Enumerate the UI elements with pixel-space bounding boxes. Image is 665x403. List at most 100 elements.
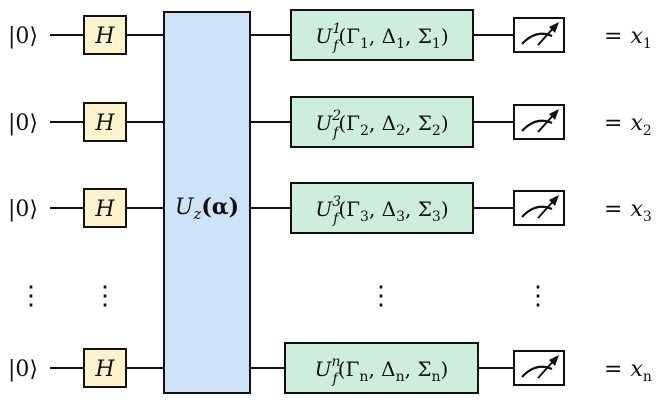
- meter-arc: [521, 365, 553, 378]
- uf-label-part: U: [315, 197, 333, 221]
- entangling-op: U: [175, 195, 195, 220]
- uf-label-part: Σ: [418, 111, 432, 135]
- output-var: x: [630, 197, 643, 222]
- uf-label-part: ,: [369, 111, 382, 135]
- uf-label-part: Δ: [381, 357, 395, 381]
- entangling-sub: z: [192, 205, 201, 223]
- output-label: = x1: [604, 24, 652, 52]
- uf-label-part: 3: [432, 209, 441, 225]
- hadamard-label: H: [94, 357, 115, 382]
- ket-zero-label: |0⟩: [8, 111, 38, 136]
- measurement-meter-icon: [513, 17, 565, 53]
- meter-needle-head: [549, 195, 559, 206]
- output-label: = x3: [604, 197, 652, 225]
- uf-label-part: 2: [331, 108, 341, 124]
- vertical-ellipsis: ⋮: [18, 281, 44, 311]
- hadamard-gate: [83, 348, 127, 388]
- uf-label-part: ): [441, 197, 449, 221]
- vertical-ellipsis: ⋮: [92, 281, 118, 311]
- uf-label-part: n: [359, 369, 368, 385]
- uf-label-part: ,: [405, 197, 418, 221]
- hadamard-gate: [83, 102, 127, 142]
- uf-label-part: 1: [432, 36, 441, 52]
- uf-label-part: 2: [396, 123, 405, 139]
- hadamard-gate: [83, 15, 127, 55]
- uf-label-part: U: [315, 357, 333, 381]
- uf-label-part: ,: [405, 111, 418, 135]
- meter-needle-head: [549, 355, 559, 366]
- uf-label-part: f: [332, 38, 341, 54]
- entangling-unitary: Uz(α): [163, 11, 251, 394]
- uf-label-part: 3: [360, 209, 369, 225]
- output-subscript: 1: [643, 36, 652, 52]
- entangling-unitary-box: [163, 11, 251, 394]
- uf-label-part: n: [396, 369, 405, 385]
- meter-needle-head: [549, 22, 559, 33]
- uf-label-part: Δ: [382, 111, 396, 135]
- output-label: = xn: [604, 357, 652, 385]
- meter-arc: [521, 205, 553, 218]
- uf-label-part: ,: [369, 197, 382, 221]
- uf-gate: [290, 9, 474, 61]
- uf-label-part: 1: [396, 36, 405, 52]
- ket-zero-label: |0⟩: [8, 197, 38, 222]
- uf-label-part: ,: [368, 357, 381, 381]
- output-var: x: [630, 357, 643, 382]
- uf-label-part: U: [315, 24, 333, 48]
- uf-label-part: (: [338, 357, 346, 381]
- uf-label-part: U: [315, 111, 333, 135]
- equals-sign: =: [604, 111, 622, 136]
- meter-needle-head: [549, 109, 559, 120]
- uf-gate: [290, 96, 474, 148]
- output-subscript: n: [643, 369, 652, 385]
- equals-sign: =: [604, 24, 622, 49]
- measurement-meter-icon: [513, 350, 565, 386]
- equals-sign: =: [604, 357, 622, 382]
- uf-label-part: n: [332, 354, 341, 370]
- uf-label-part: (: [338, 111, 346, 135]
- uf-label-part: Γ: [346, 197, 360, 221]
- uf-label-part: Δ: [382, 197, 396, 221]
- uf-gate: [290, 182, 474, 234]
- uf-label-part: Σ: [418, 24, 432, 48]
- uf-label-part: 2: [432, 123, 441, 139]
- entangling-unitary-label: Uz(α): [175, 194, 239, 223]
- hadamard-label: H: [94, 197, 115, 222]
- uf-label-part: ,: [405, 357, 418, 381]
- uf-label-part: Γ: [346, 24, 360, 48]
- output-var: x: [630, 111, 643, 136]
- output-var: x: [630, 24, 643, 49]
- equals-sign: =: [604, 197, 622, 222]
- uf-label-part: 1: [360, 36, 369, 52]
- output-subscript: 3: [643, 209, 652, 225]
- uf-label-part: f: [332, 371, 341, 387]
- uf-label-part: 3: [396, 209, 405, 225]
- uf-label-part: (: [338, 24, 346, 48]
- uf-label-part: 1: [332, 21, 341, 37]
- measurement-meter-icon: [513, 104, 565, 140]
- vertical-ellipsis: ⋮: [525, 281, 551, 311]
- uf-label-part: (: [338, 197, 346, 221]
- uf-label-part: ,: [405, 24, 418, 48]
- vertical-ellipsis: ⋮: [368, 281, 394, 311]
- output-subscript: 2: [643, 123, 652, 139]
- ket-zero-label: |0⟩: [8, 357, 38, 382]
- hadamard-gate: [83, 188, 127, 228]
- uf-label-part: ): [441, 111, 449, 135]
- uf-label-part: ): [441, 357, 449, 381]
- uf-label-part: f: [332, 211, 341, 227]
- hadamard-label: H: [94, 24, 115, 49]
- uf-label-part: Γ: [346, 111, 360, 135]
- hadamard-label: H: [94, 111, 115, 136]
- uf-label-part: n: [432, 369, 441, 385]
- uf-label-part: Γ: [346, 357, 360, 381]
- ellipsis-row: ⋮ ⋮ ⋮ ⋮: [18, 281, 551, 311]
